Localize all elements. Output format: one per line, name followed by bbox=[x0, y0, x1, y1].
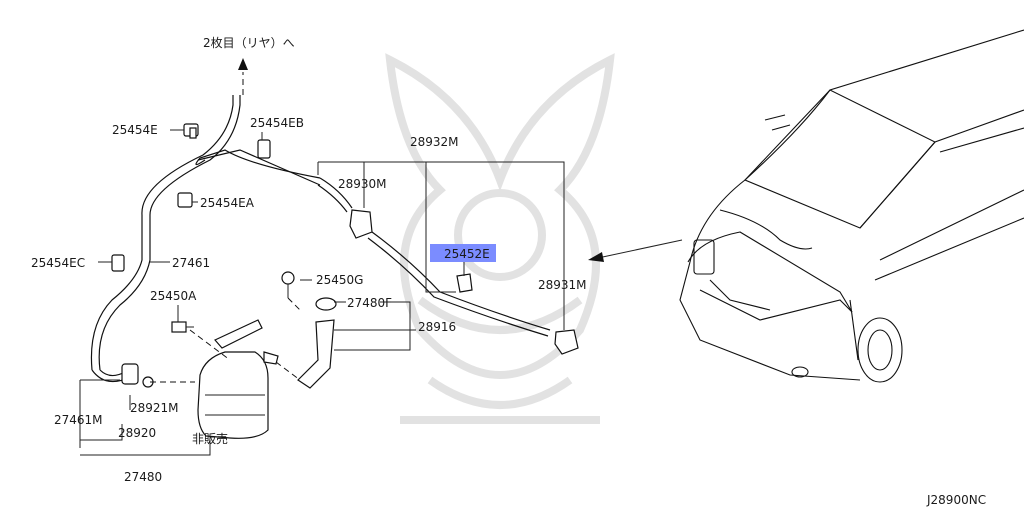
pump-28920-icon bbox=[121, 363, 154, 388]
direction-arrow-icon bbox=[238, 58, 248, 95]
washer-hose-rear bbox=[90, 95, 353, 383]
label-27461m: 27461M bbox=[54, 413, 103, 427]
cap-27480f-icon bbox=[315, 297, 337, 311]
bolt-25450g-icon bbox=[281, 271, 295, 298]
leader-lines bbox=[79, 129, 565, 456]
pointer-arrow-icon bbox=[588, 239, 683, 262]
clip-25454e-icon bbox=[183, 123, 199, 139]
bolt-25450a-icon bbox=[171, 321, 194, 333]
nozzle-28931m-icon bbox=[554, 329, 579, 355]
label-28932m: 28932M bbox=[410, 135, 459, 149]
label-25450a: 25450A bbox=[150, 289, 197, 303]
label-28921m: 28921M bbox=[130, 401, 179, 415]
label-27480f: 27480F bbox=[347, 296, 392, 310]
label-28916: 28916 bbox=[418, 320, 456, 334]
label-not-for-sale: 非販売 bbox=[192, 431, 228, 446]
label-28931m: 28931M bbox=[538, 278, 587, 292]
label-28930m: 28930M bbox=[338, 177, 387, 191]
label-25454ea: 25454EA bbox=[200, 196, 255, 210]
label-25454e: 25454E bbox=[112, 123, 158, 137]
clip-25454ea-icon bbox=[177, 192, 193, 208]
filler-neck-28916-icon bbox=[297, 319, 335, 389]
label-25454eb: 25454EB bbox=[250, 116, 304, 130]
label-25450g: 25450G bbox=[316, 273, 363, 287]
label-27480: 27480 bbox=[124, 470, 162, 484]
figure-code: J28900NC bbox=[926, 493, 986, 507]
label-25452e[interactable]: 25452E bbox=[444, 247, 490, 261]
watermark-emblem bbox=[385, 53, 615, 424]
clip-25454ec-icon bbox=[111, 254, 125, 272]
label-27461: 27461 bbox=[172, 256, 210, 270]
label-28920: 28920 bbox=[118, 426, 156, 440]
vehicle-illustration bbox=[679, 29, 1024, 383]
clip-25454eb-icon bbox=[257, 139, 271, 159]
washer-tank-icon bbox=[197, 319, 279, 439]
highlight-25452e[interactable] bbox=[430, 244, 496, 262]
connector-25452e-icon bbox=[456, 273, 473, 293]
label-25454ec: 25454EC bbox=[31, 256, 85, 270]
direction-note: 2枚目（リヤ）へ bbox=[203, 35, 295, 50]
nozzle-28930m-icon bbox=[349, 209, 373, 239]
